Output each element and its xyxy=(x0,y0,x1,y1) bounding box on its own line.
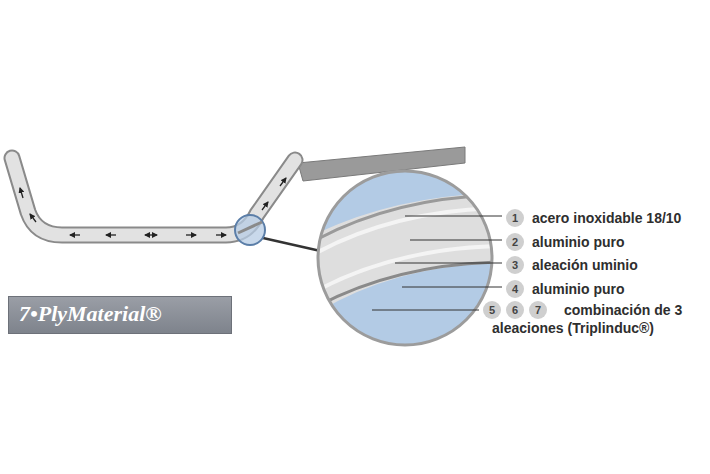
logo-box: 7•PlyMaterial® xyxy=(8,296,232,334)
zoom-spot xyxy=(235,215,265,245)
layer-label: combinación de 3 aleaciones (Triplinduc®… xyxy=(492,301,705,337)
layer-label: aluminio puro xyxy=(532,233,625,251)
layer-label: aluminio puro xyxy=(532,280,625,298)
callout-number: 5 xyxy=(483,301,501,319)
callout-number: 6 xyxy=(506,301,524,319)
zoom-spot-wall xyxy=(238,222,262,233)
logo-text: 7•PlyMaterial® xyxy=(9,297,231,331)
callout-number: 3 xyxy=(506,256,524,274)
callout-number: 2 xyxy=(506,233,524,251)
layer-label: aleación uminio xyxy=(532,256,638,274)
zoom-circle-rim xyxy=(318,171,492,345)
callout-number: 7 xyxy=(529,301,547,319)
magnifier-link xyxy=(263,238,325,252)
layer-label: acero inoxidable 18/10 xyxy=(532,209,681,227)
callout-number: 4 xyxy=(506,280,524,298)
callout-number: 1 xyxy=(506,209,524,227)
leader-lines xyxy=(372,216,502,310)
